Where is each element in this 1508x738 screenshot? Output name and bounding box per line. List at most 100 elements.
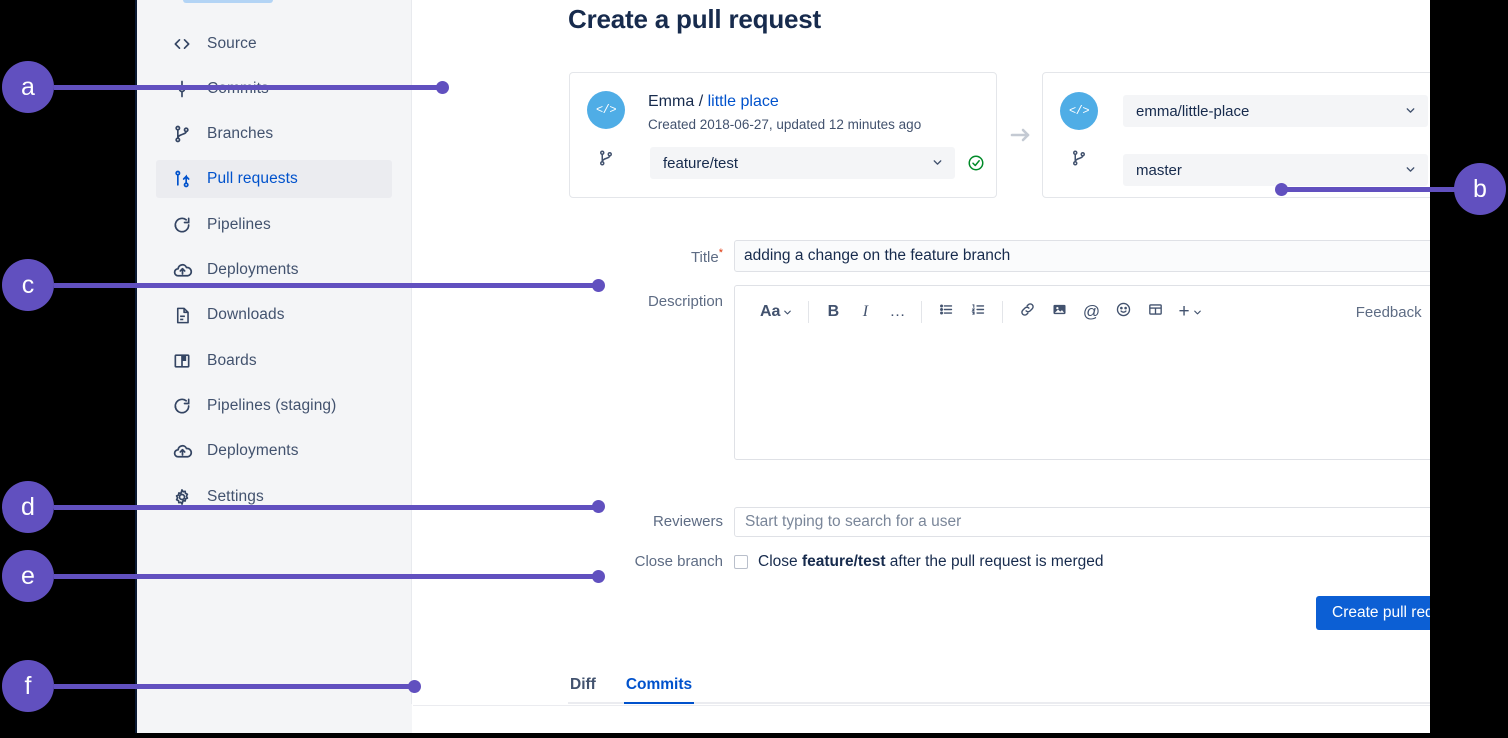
text-style-dropdown[interactable]: Aa: [756, 297, 797, 327]
chevron-down-icon: [1404, 104, 1417, 119]
chevron-down-icon: [931, 156, 944, 171]
numbered-list-icon: [970, 301, 987, 323]
code-brackets-icon: [171, 33, 193, 55]
sidebar-item-label: Deployments: [207, 261, 299, 278]
toolbar-divider: [921, 301, 923, 323]
callout-badge-b: b: [1454, 163, 1506, 215]
downloads-icon: [171, 304, 193, 326]
sidebar-item-label: Deployments: [207, 442, 299, 459]
callout-dot-d: [592, 500, 605, 513]
sidebar-item-deployments-2[interactable]: Deployments: [156, 432, 392, 470]
bold-icon: B: [827, 303, 840, 320]
callout-dot-f: [408, 680, 421, 693]
table-button[interactable]: [1142, 297, 1168, 327]
close-branch-checkbox[interactable]: [734, 555, 748, 569]
tab-commits[interactable]: Commits: [623, 676, 695, 704]
create-pull-request-button[interactable]: Create pull request: [1316, 596, 1430, 630]
branch-icon: [594, 146, 618, 170]
title-input-value: adding a change on the feature branch: [744, 247, 1011, 264]
destination-branch-select[interactable]: master: [1123, 154, 1428, 186]
emoji-button[interactable]: [1110, 297, 1136, 327]
source-repo-separator: /: [698, 93, 704, 110]
image-icon: [1051, 301, 1068, 323]
callout-badge-a: a: [2, 61, 54, 113]
pull-request-icon: [171, 168, 193, 190]
source-branch-valid-icon: [967, 154, 985, 172]
italic-button[interactable]: I: [852, 297, 878, 327]
source-repo-owner: Emma: [648, 93, 695, 110]
close-text-branch: feature/test: [801, 553, 886, 570]
image-button[interactable]: [1046, 297, 1072, 327]
deployments-icon: [171, 440, 193, 462]
pipelines-icon: [171, 214, 193, 236]
title-label: Title*: [613, 247, 723, 266]
callout-badge-c: c: [2, 259, 54, 311]
mention-icon: @: [1082, 302, 1101, 321]
title-input[interactable]: adding a change on the feature branch: [734, 240, 1430, 272]
source-repo-link[interactable]: little place: [707, 93, 779, 110]
sidebar-bottom-strip: [137, 704, 412, 733]
description-editor[interactable]: Aa B I …: [734, 285, 1430, 460]
required-asterisk: *: [718, 247, 723, 259]
callout-line-a: [54, 85, 444, 90]
insert-more-dropdown[interactable]: +: [1174, 297, 1206, 327]
italic-icon: I: [862, 303, 869, 320]
bullet-list-icon: [938, 301, 955, 323]
sidebar-item-label: Pull requests: [207, 170, 298, 187]
numbered-list-button[interactable]: [965, 297, 991, 327]
close-branch-label: Close branch: [634, 553, 723, 570]
reviewers-placeholder: Start typing to search for a user: [745, 513, 962, 530]
branch-icon: [1067, 146, 1091, 170]
destination-repo-select[interactable]: emma/little-place: [1123, 95, 1428, 127]
gear-icon: [171, 486, 193, 508]
tab-diff[interactable]: Diff: [570, 676, 596, 693]
callout-line-d: [54, 505, 600, 510]
reviewers-input[interactable]: Start typing to search for a user: [734, 507, 1430, 537]
sidebar-item-label: Source: [207, 35, 257, 52]
source-repo-avatar: </>: [587, 91, 625, 129]
app-window: Source Commits Branches Pull requests Pi: [135, 0, 1430, 733]
source-branch-select[interactable]: feature/test: [650, 147, 955, 179]
feedback-link[interactable]: Feedback: [1355, 303, 1422, 321]
sidebar-item-pull-requests[interactable]: Pull requests: [156, 160, 392, 198]
sidebar-item-source[interactable]: Source: [156, 25, 392, 63]
close-text-prefix: Close: [758, 553, 802, 570]
sidebar-item-deployments[interactable]: Deployments: [156, 251, 392, 289]
callout-dot-e: [592, 570, 605, 583]
sidebar-item-settings[interactable]: Settings: [156, 478, 392, 516]
destination-branch-value: master: [1136, 161, 1182, 179]
sidebar-item-boards[interactable]: Boards: [156, 342, 392, 380]
callout-line-e: [54, 574, 600, 579]
sidebar-top-stub: [183, 0, 273, 3]
callout-badge-d: d: [2, 481, 54, 533]
link-icon: [1019, 301, 1036, 323]
deployments-icon: [171, 259, 193, 281]
boards-icon: [171, 350, 193, 372]
more-formatting-button[interactable]: …: [884, 297, 910, 327]
sidebar-item-label: Boards: [207, 352, 257, 369]
description-label: Description: [647, 293, 723, 310]
link-button[interactable]: [1014, 297, 1040, 327]
callout-badge-f: f: [2, 660, 54, 712]
bullet-list-button[interactable]: [933, 297, 959, 327]
main-content: Create a pull request </> Emma / little …: [413, 0, 1430, 733]
bold-button[interactable]: B: [820, 297, 846, 327]
destination-branch-panel: </> emma/little-place master: [1042, 72, 1430, 198]
text-style-label: Aa: [760, 303, 781, 320]
toolbar-divider: [1002, 301, 1004, 323]
sidebar-item-label: Settings: [207, 488, 264, 505]
branch-icon: [171, 123, 193, 145]
sidebar-item-branches[interactable]: Branches: [156, 115, 392, 153]
callout-line-f: [54, 684, 416, 689]
close-branch-row[interactable]: Close feature/test after the pull reques…: [734, 552, 1103, 572]
sidebar-item-downloads[interactable]: Downloads: [156, 296, 392, 334]
destination-repo-value: emma/little-place: [1136, 102, 1250, 120]
source-repo-title: Emma / little place: [648, 93, 779, 111]
toolbar-divider: [808, 301, 810, 323]
mention-button[interactable]: @: [1078, 297, 1104, 327]
callout-dot-b: [1275, 183, 1288, 196]
sidebar-item-pipelines[interactable]: Pipelines: [156, 206, 392, 244]
callout-dot-c: [592, 279, 605, 292]
sidebar-item-label: Downloads: [207, 306, 285, 323]
sidebar-item-pipelines-staging[interactable]: Pipelines (staging): [156, 387, 392, 425]
